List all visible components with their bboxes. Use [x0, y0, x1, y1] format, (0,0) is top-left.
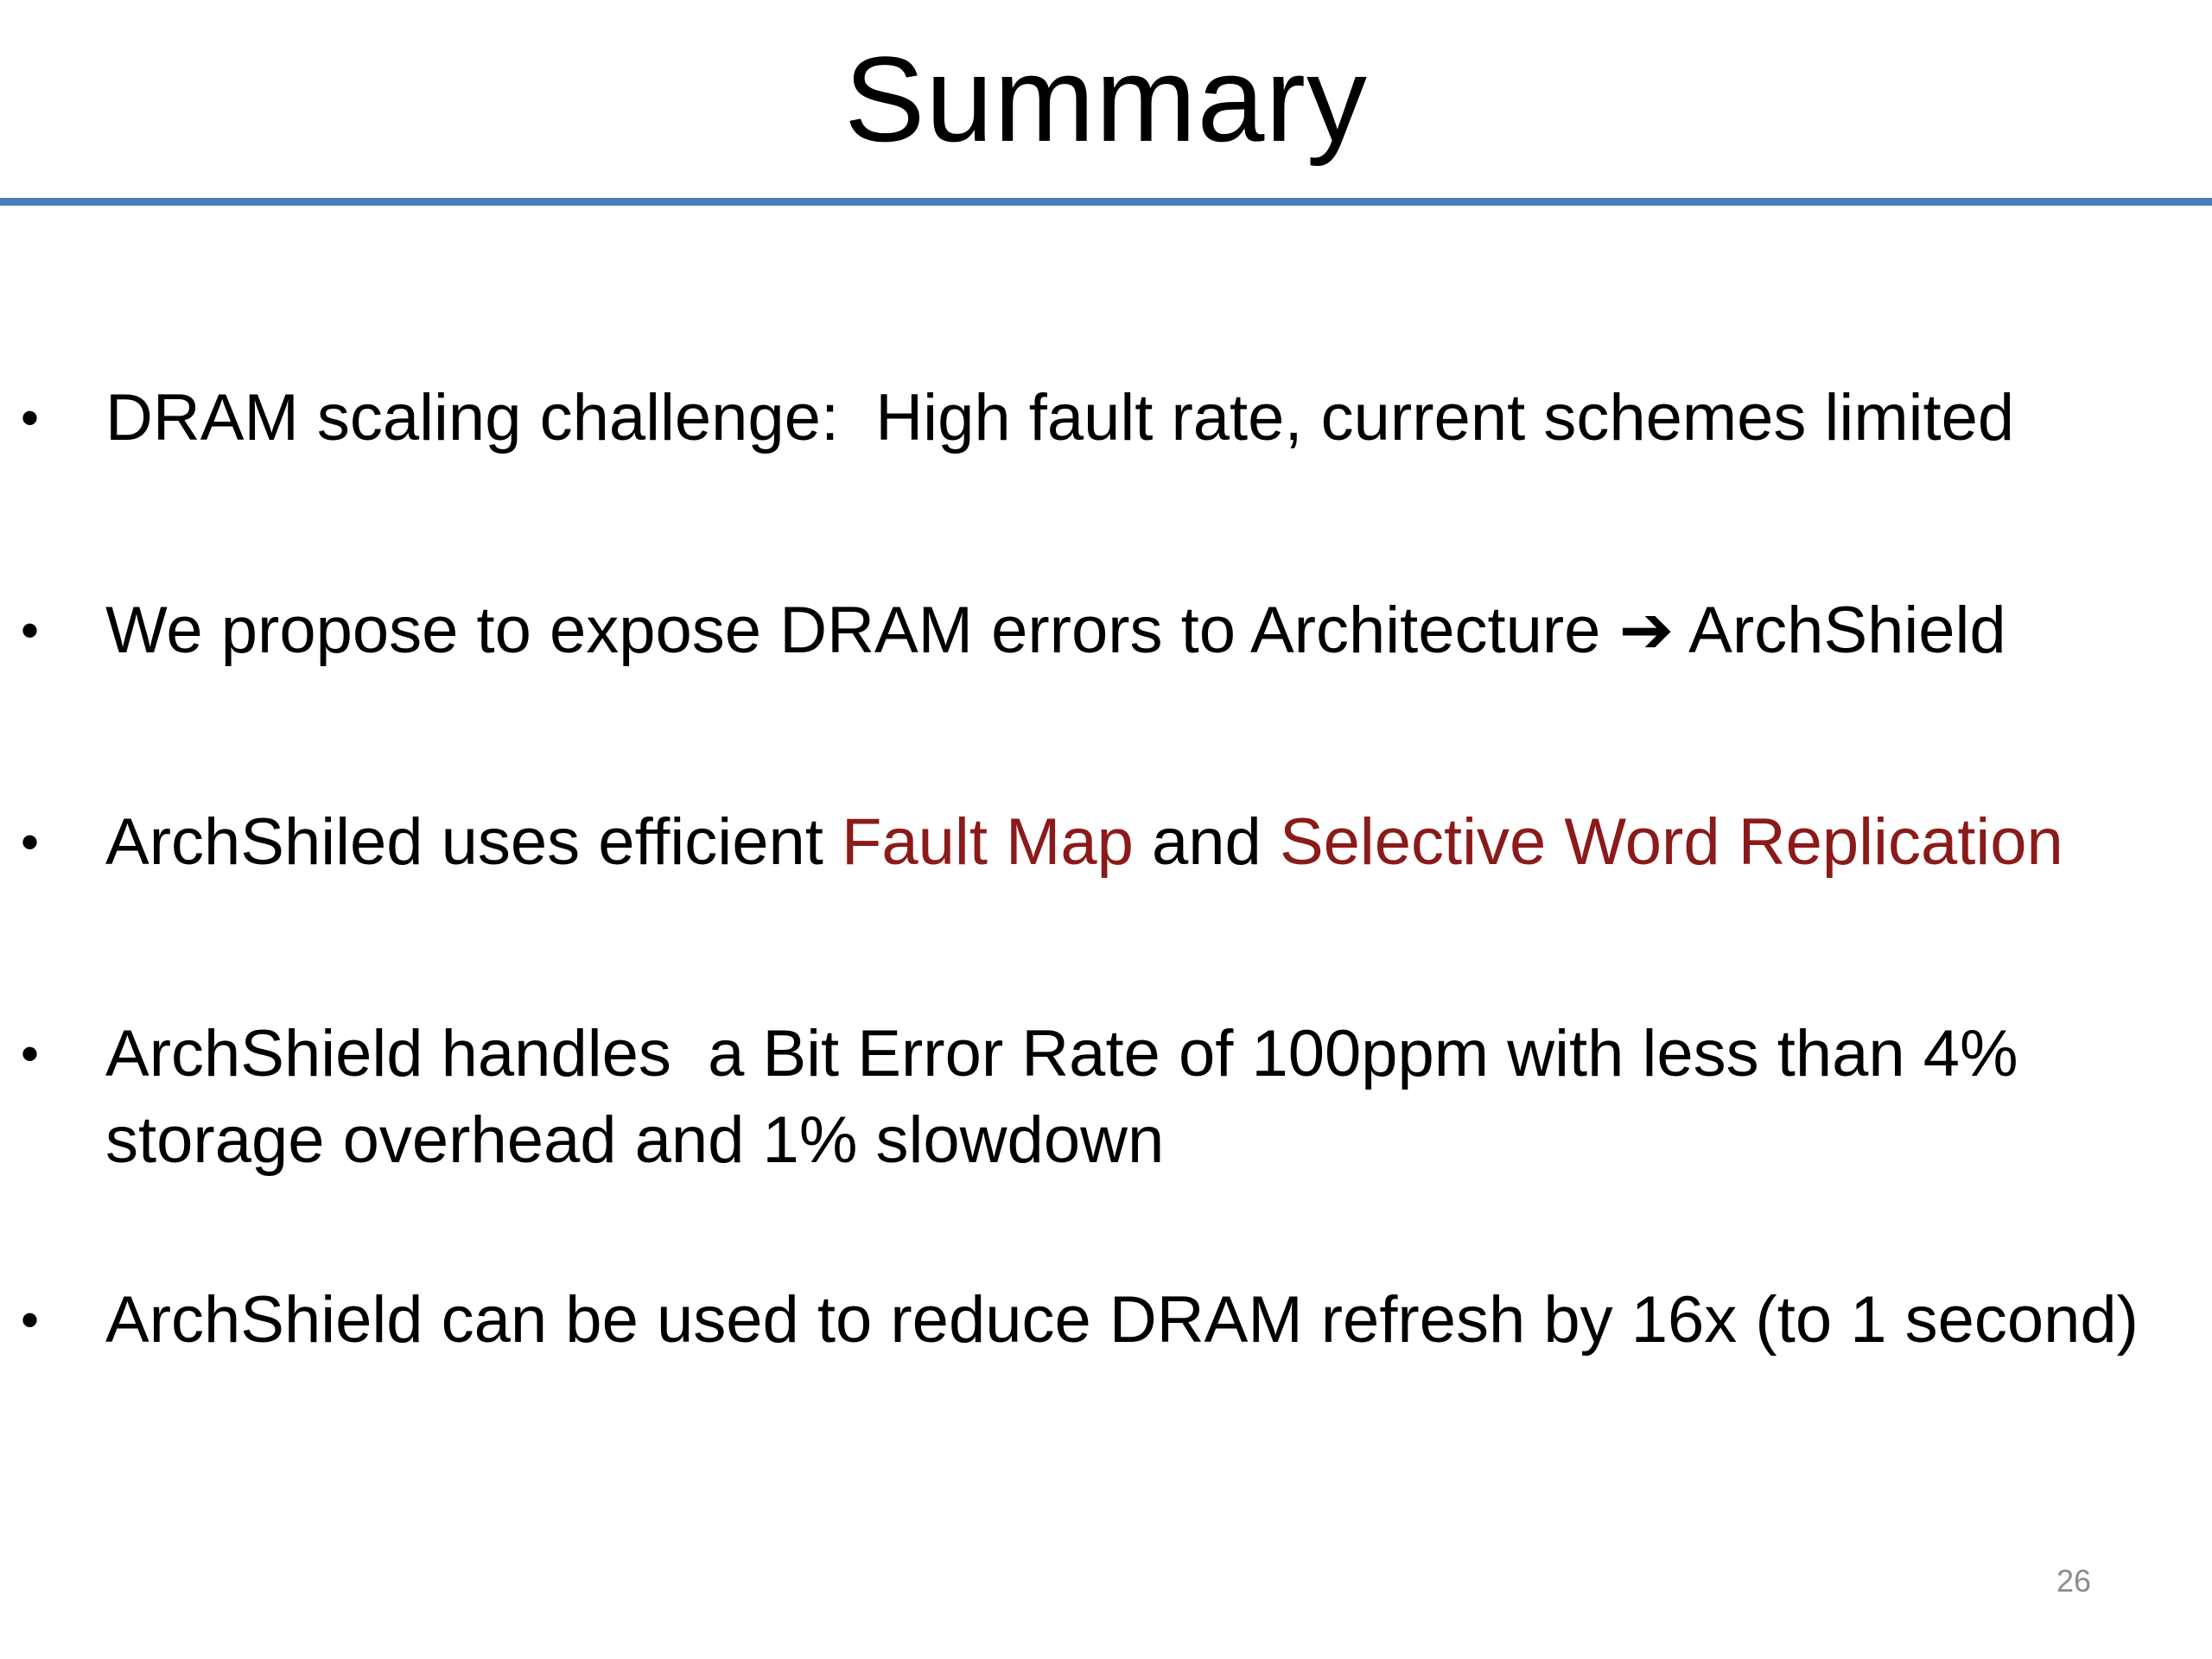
- bullet-dot-icon: •: [21, 1025, 40, 1083]
- bullet-dot-icon: •: [21, 1291, 40, 1349]
- bullet-dot-icon: •: [21, 601, 40, 659]
- highlight-selective-word-replication: Selective Word Replication: [1279, 805, 2063, 879]
- bullet-text-after: ArchShield: [1674, 594, 2006, 667]
- bullet-text: ArchShield handles a Bit Error Rate of 1…: [105, 1017, 2037, 1177]
- bullet-text-before: ArchShiled uses efficient: [105, 805, 842, 879]
- bullet-text-before: We propose to expose DRAM errors to Arch…: [105, 594, 1619, 667]
- bullet-dot-icon: •: [21, 813, 40, 871]
- title-underline-rule: [0, 198, 2212, 206]
- bullet-text: DRAM scaling challenge: High fault rate,…: [105, 381, 2015, 454]
- slide-title: Summary: [844, 31, 1368, 167]
- page-number: 26: [2056, 1563, 2091, 1599]
- bullet-text: ArchShiled uses efficient Fault Map and …: [105, 799, 2162, 886]
- highlight-fault-map: Fault Map: [841, 805, 1134, 879]
- right-arrow-icon: ➔: [1618, 594, 1675, 667]
- bullet-text: ArchShield can be used to reduce DRAM re…: [105, 1283, 2139, 1357]
- bullet-text-middle: and: [1133, 805, 1280, 879]
- bullet-text: We propose to expose DRAM errors to Arch…: [105, 588, 2162, 674]
- bullet-dot-icon: •: [21, 389, 40, 447]
